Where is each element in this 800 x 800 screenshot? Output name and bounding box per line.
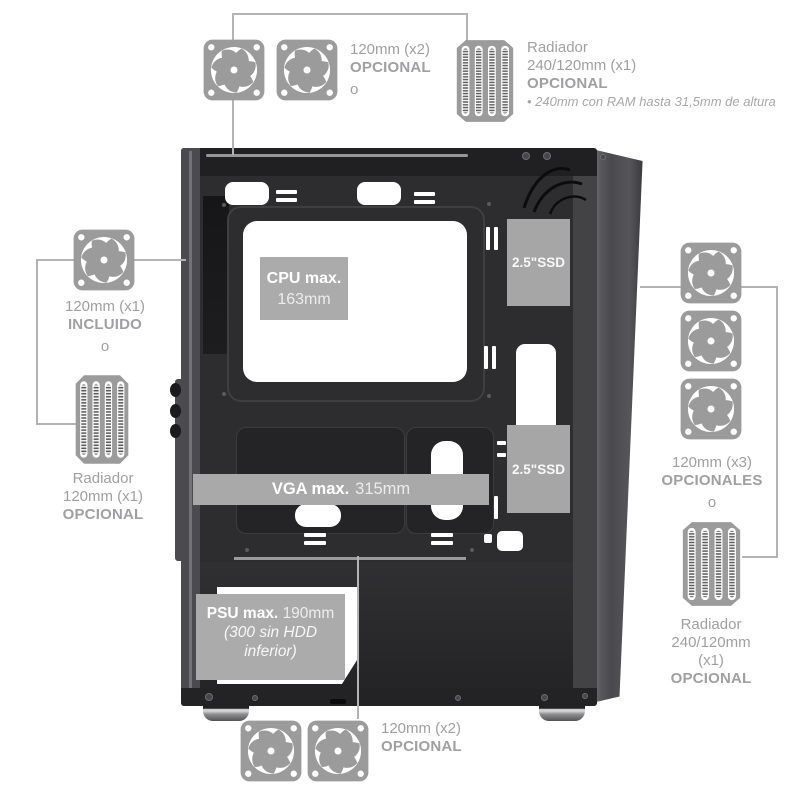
vent-slots bbox=[304, 533, 326, 549]
rear-panel-strip bbox=[573, 176, 597, 688]
case-side-panel bbox=[596, 150, 643, 702]
fan-icon bbox=[679, 309, 743, 373]
fan-icon bbox=[306, 719, 370, 783]
connector-line bbox=[357, 556, 359, 719]
fan-icon bbox=[72, 228, 136, 292]
shroud-highlight-line bbox=[234, 557, 466, 560]
ssd-tray-cutout bbox=[516, 344, 556, 433]
cable-grommet bbox=[295, 504, 341, 527]
case-foot bbox=[203, 703, 249, 721]
case-bottom-bar bbox=[181, 688, 597, 706]
right-fans-availability: OPCIONALES bbox=[661, 472, 763, 489]
bottom-fans-availability: OPCIONAL bbox=[381, 738, 462, 755]
fan-icon bbox=[239, 719, 303, 783]
connector-line bbox=[36, 259, 38, 425]
tray-cutout bbox=[225, 182, 269, 205]
left-fan-caption: 120mm (x1) INCLUIDO o bbox=[40, 298, 170, 356]
right-radiator-size: 240/120mm bbox=[671, 634, 751, 651]
included-fan-silhouette bbox=[201, 196, 229, 354]
top-radiator-availability: OPCIONAL bbox=[527, 75, 608, 92]
bottom-fans-caption: 120mm (x2) OPCIONAL bbox=[381, 720, 462, 756]
vga-clearance-title: VGA max. bbox=[271, 480, 350, 498]
vga-clearance-label: VGA max. 315mm bbox=[193, 474, 489, 505]
fan-icon bbox=[275, 38, 339, 102]
vent-slots bbox=[484, 346, 500, 369]
ssd-top-text: 2.5"SSD bbox=[512, 255, 565, 270]
fan-icon bbox=[679, 377, 743, 441]
psu-note-line1: (300 sin HDD bbox=[223, 624, 318, 641]
front-bracket-bump bbox=[170, 424, 181, 438]
front-edge-highlight bbox=[189, 151, 192, 703]
left-fan-size: 120mm (x1) bbox=[64, 298, 146, 315]
left-radiator-caption: Radiador 120mm (x1) OPCIONAL bbox=[38, 470, 168, 524]
vent-slots bbox=[497, 441, 506, 457]
cpu-clearance-label: CPU max. 163mm bbox=[260, 257, 348, 320]
right-radiator-availability: OPCIONAL bbox=[670, 670, 752, 687]
expansion-slot-cutout bbox=[484, 534, 492, 543]
radiator-icon bbox=[681, 521, 742, 607]
psu-clearance-title: PSU max. bbox=[206, 605, 279, 622]
connector-line bbox=[466, 13, 468, 43]
right-fans-caption: 120mm (x3) OPCIONALES o bbox=[646, 454, 778, 512]
psu-clearance-label: PSU max. 190mm (300 sin HDD inferior) bbox=[196, 594, 345, 680]
top-radiator-name: Radiador bbox=[527, 39, 588, 56]
bottom-vent bbox=[330, 699, 346, 704]
psu-clearance-value: 190mm bbox=[282, 605, 335, 622]
radiator-icon bbox=[74, 374, 130, 465]
connector-line bbox=[36, 423, 80, 425]
top-fans-or: o bbox=[350, 81, 359, 98]
ssd-bottom-text: 2.5"SSD bbox=[512, 461, 565, 477]
front-bracket-bump bbox=[170, 404, 181, 418]
left-fan-availability: INCLUIDO bbox=[67, 316, 143, 333]
top-fans-availability: OPCIONAL bbox=[350, 59, 431, 76]
fan-icon bbox=[202, 38, 266, 102]
vga-clearance-value: 315mm bbox=[355, 480, 411, 498]
expansion-slot-cutout bbox=[497, 531, 523, 551]
right-radiator-caption: Radiador 240/120mm (x1) OPCIONAL bbox=[646, 616, 776, 688]
top-radiator-note: • 240mm con RAM hasta 31,5mm de altura bbox=[527, 94, 776, 109]
vent-slots bbox=[276, 190, 297, 206]
right-radiator-name: Radiador bbox=[680, 616, 742, 633]
cpu-cutout-frame bbox=[227, 206, 485, 402]
ssd-mount-label-bottom: 2.5"SSD bbox=[507, 425, 570, 513]
left-radiator-size: 120mm (x1) bbox=[62, 488, 144, 505]
left-radiator-name: Radiador bbox=[72, 470, 134, 487]
front-bracket-bump bbox=[170, 383, 181, 397]
psu-note-line2: inferior) bbox=[244, 643, 297, 660]
top-fans-size: 120mm (x2) bbox=[350, 41, 431, 58]
top-radiator-size: 240/120mm (x1) bbox=[527, 57, 637, 74]
case-foot bbox=[539, 703, 585, 721]
right-fans-or: o bbox=[707, 494, 717, 511]
vent-slots bbox=[414, 192, 435, 208]
left-fan-or: o bbox=[100, 338, 110, 355]
cables bbox=[522, 167, 587, 215]
right-fans-size: 120mm (x3) bbox=[671, 454, 753, 471]
connector-line bbox=[742, 556, 778, 558]
top-vent-strip bbox=[206, 154, 468, 157]
right-radiator-qty: (x1) bbox=[698, 652, 724, 669]
tray-cutout bbox=[357, 182, 401, 205]
cpu-clearance-value: 163mm bbox=[277, 291, 331, 308]
vent-slots bbox=[431, 533, 453, 549]
connector-line bbox=[776, 286, 778, 558]
radiator-icon bbox=[455, 39, 515, 123]
fan-icon bbox=[679, 241, 743, 305]
vent-slots bbox=[486, 227, 502, 250]
top-fans-caption: 120mm (x2) OPCIONAL o bbox=[350, 41, 431, 99]
connector-line bbox=[232, 13, 468, 15]
left-radiator-availability: OPCIONAL bbox=[62, 506, 144, 523]
ssd-mount-label-top: 2.5"SSD bbox=[507, 219, 570, 306]
top-radiator-caption: Radiador 240/120mm (x1) OPCIONAL • 240mm… bbox=[527, 39, 776, 111]
bottom-fans-size: 120mm (x2) bbox=[381, 720, 462, 737]
cpu-clearance-title: CPU max. bbox=[266, 270, 342, 287]
